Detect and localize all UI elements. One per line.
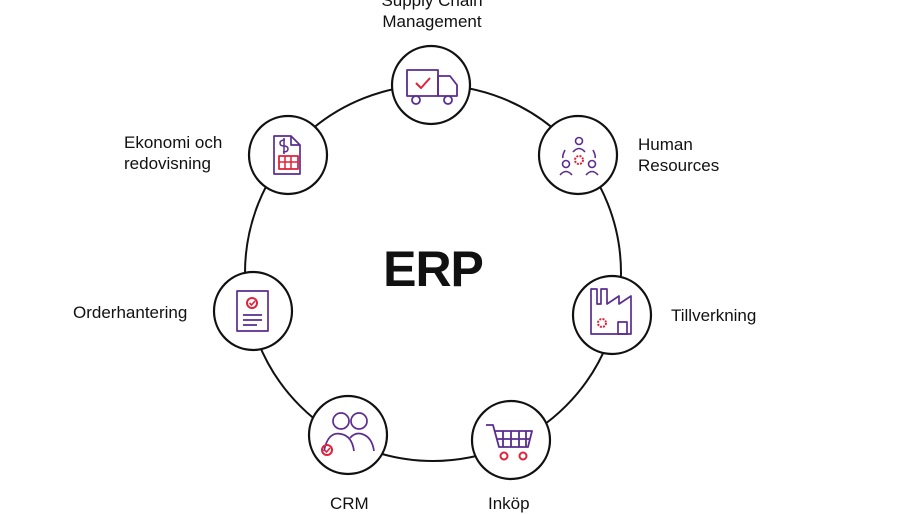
node-inkop[interactable] [470,399,552,481]
factory-icon [590,288,632,335]
label-tillverkning: Tillverkning [671,306,757,325]
label-inkop: Inköp [488,494,530,513]
node-crm[interactable] [307,394,389,476]
node-tillverkning[interactable] [571,274,653,356]
invoice-icon [273,135,301,175]
node-supply-chain[interactable] [390,44,472,126]
node-orderhantering[interactable] [212,270,294,352]
people-network-icon [559,136,599,176]
node-ekonomi[interactable] [247,114,329,196]
label-orderhantering: Orderhantering [73,303,188,322]
order-document-icon [236,290,269,332]
delivery-truck-icon [406,69,458,105]
erp-title: ERP [383,241,484,297]
label-crm: CRM [330,494,369,513]
node-human-resources[interactable] [537,114,619,196]
customers-icon [321,412,375,456]
shopping-cart-icon [486,424,533,461]
